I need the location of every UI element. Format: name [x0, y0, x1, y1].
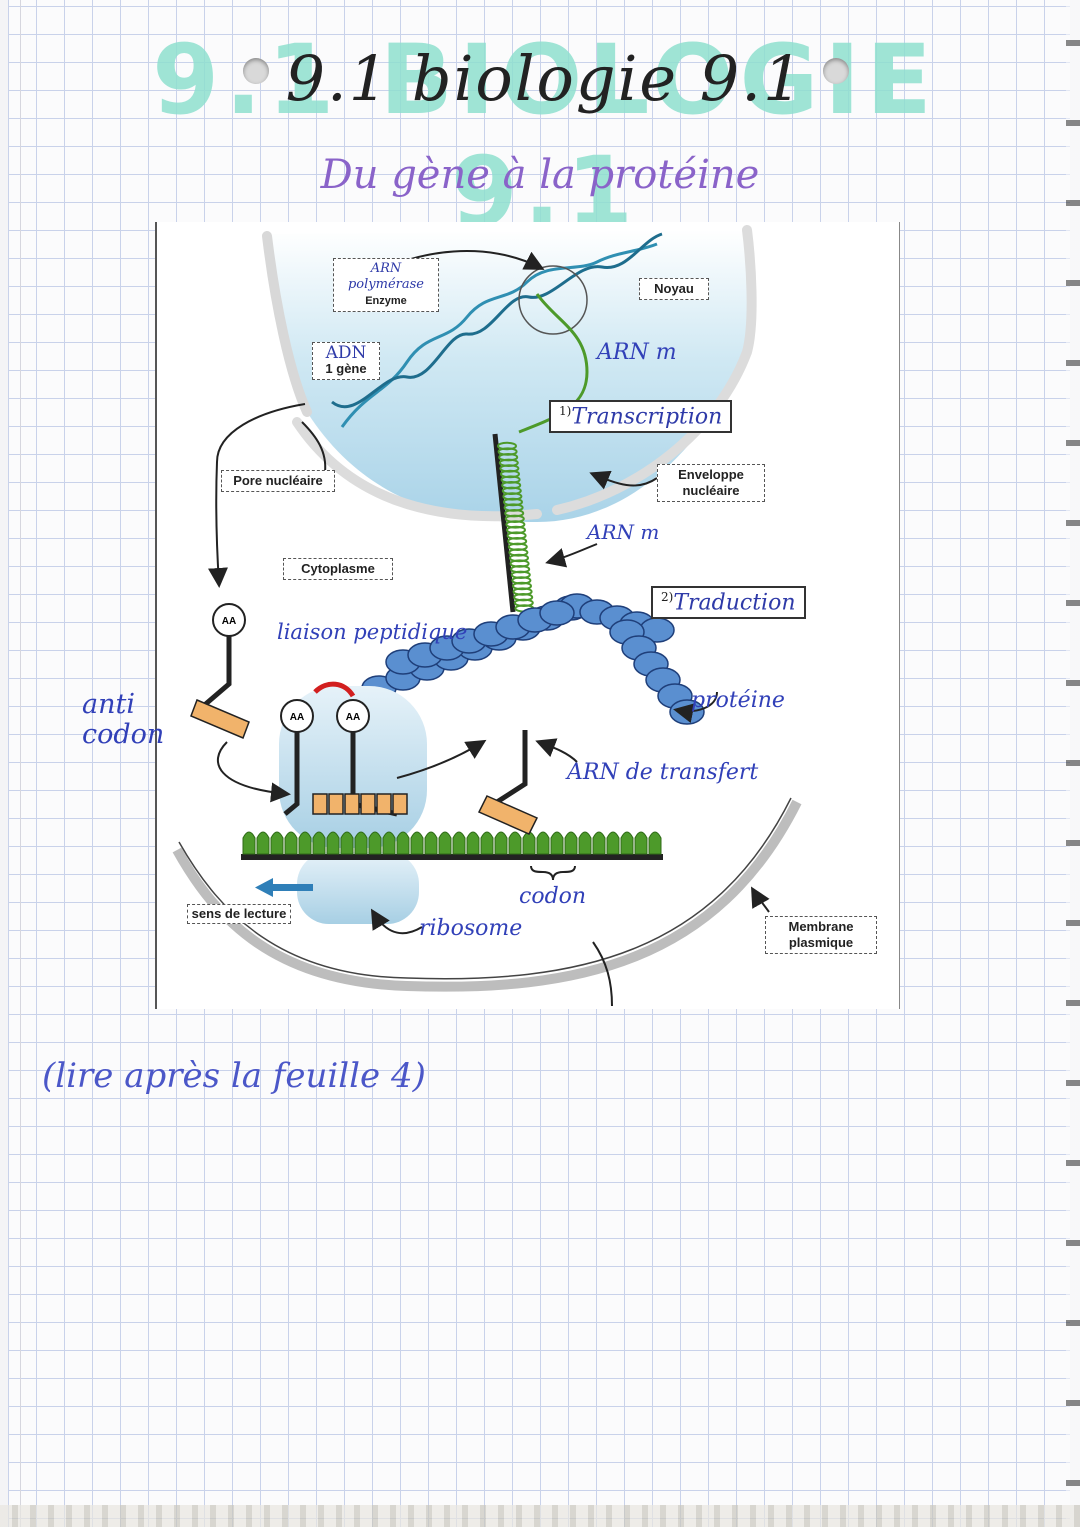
mrna-base-tooth: [312, 831, 326, 855]
label-arn-m-mid: ARN m: [587, 520, 660, 544]
mrna-base-tooth: [592, 831, 606, 855]
mrna-base-tooth: [606, 831, 620, 855]
step-transcription-num: 1): [559, 404, 572, 418]
mrna-base-tooth: [298, 831, 312, 855]
table-edge: [0, 1505, 1080, 1527]
protein-bead: [539, 600, 575, 626]
mrna-base-tooth: [620, 831, 634, 855]
mrna-on-ribosome: [241, 831, 663, 860]
mrna-base-tooth: [648, 831, 662, 855]
label-arn-transfert: ARN de transfert: [567, 760, 759, 785]
label-cytoplasme: Cytoplasme: [283, 558, 393, 580]
mrna-base-tooth: [536, 831, 550, 855]
label-adn-text: ADN: [325, 343, 367, 363]
mrna-base-tooth: [550, 831, 564, 855]
dna-helix: [331, 232, 663, 428]
mrna-base-tooth: [354, 831, 368, 855]
codon-block: [344, 793, 360, 815]
mrna-base-tooth: [438, 831, 452, 855]
gene-to-protein-diagram: AA AA AA: [155, 222, 900, 1009]
trna-molecules: [190, 634, 539, 835]
footer-note: (lire après la feuille 4): [42, 1056, 426, 1096]
amino-acids: AA AA AA: [212, 603, 370, 733]
page-title: 9.1 BIOLOGIE 9.1 9.1 biologie 9.1: [55, 18, 1035, 248]
mrna-base-tooth: [382, 831, 396, 855]
mrna-base-tooth: [242, 831, 256, 855]
label-proteine: protéine: [691, 688, 785, 713]
aa-label-left: AA: [290, 712, 304, 723]
mrna-base-tooth: [396, 831, 410, 855]
label-enzyme-text: Enzyme: [365, 295, 407, 307]
mrna-base-tooth: [480, 831, 494, 855]
mrna-base-tooth: [326, 831, 340, 855]
mrna-base-tooth: [466, 831, 480, 855]
label-one-gene-text: 1 gène: [325, 361, 367, 376]
binder-hole-left: [243, 58, 269, 84]
label-anticodon-line1: anti: [82, 689, 135, 720]
mrna-base-tooth: [424, 831, 438, 855]
mrna-strand: [492, 293, 589, 613]
codon-block: [312, 793, 328, 815]
label-anticodon: anti codon: [82, 690, 164, 750]
codon-block: [392, 793, 408, 815]
mrna-base-tooth: [368, 831, 382, 855]
mrna-base-tooth: [564, 831, 578, 855]
label-pore-nucleaire: Pore nucléaire: [221, 470, 335, 492]
binder-hole-right: [823, 58, 849, 84]
aa-label-free: AA: [222, 616, 236, 627]
handwritten-title: 9.1 biologie 9.1: [285, 42, 805, 115]
step-transcription-label: Transcription: [571, 404, 723, 430]
mrna-base-tooth: [494, 831, 508, 855]
mrna-base-tooth: [270, 831, 284, 855]
mrna-base-tooth: [340, 831, 354, 855]
margin-line: [20, 0, 21, 1527]
mrna-base-tooth: [452, 831, 466, 855]
label-membrane-plasmique: Membrane plasmique: [765, 916, 877, 954]
mrna-base-tooth: [284, 831, 298, 855]
label-noyau: Noyau: [639, 278, 709, 300]
codon-block: [328, 793, 344, 815]
reading-direction-arrow: [255, 878, 313, 897]
mrna-base-tooth: [522, 831, 536, 855]
aa-label-right: AA: [346, 712, 360, 723]
step-traduction: 2)Traduction: [651, 586, 806, 620]
label-arn-polymerase: ARN polymérase Enzyme: [333, 258, 439, 312]
codon-block: [360, 793, 376, 815]
label-enveloppe-nucleaire: Enveloppe nucléaire: [657, 464, 765, 502]
label-liaison-peptidique: liaison peptidique: [277, 620, 468, 644]
mrna-base-tooth: [634, 831, 648, 855]
label-arn-m-top: ARN m: [597, 340, 677, 365]
label-anticodon-line2: codon: [82, 719, 165, 750]
label-arn-polymerase-text: ARN polymérase: [347, 261, 424, 292]
step-traduction-num: 2): [661, 590, 674, 604]
codon-block: [376, 793, 392, 815]
label-ribosome: ribosome: [419, 916, 523, 941]
subtitle: Du gène à la protéine: [320, 152, 760, 198]
mrna-base-tooth: [256, 831, 270, 855]
mrna-base-tooth: [410, 831, 424, 855]
mrna-base-tooth: [508, 831, 522, 855]
step-transcription: 1)Transcription: [549, 400, 733, 434]
step-traduction-label: Traduction: [673, 590, 796, 616]
binder-edge: [1066, 0, 1080, 1527]
label-adn: ADN 1 gène: [312, 342, 380, 380]
label-sens-lecture: sens de lecture: [187, 904, 291, 924]
mrna-base-tooth: [578, 831, 592, 855]
label-codon: codon: [519, 884, 587, 909]
